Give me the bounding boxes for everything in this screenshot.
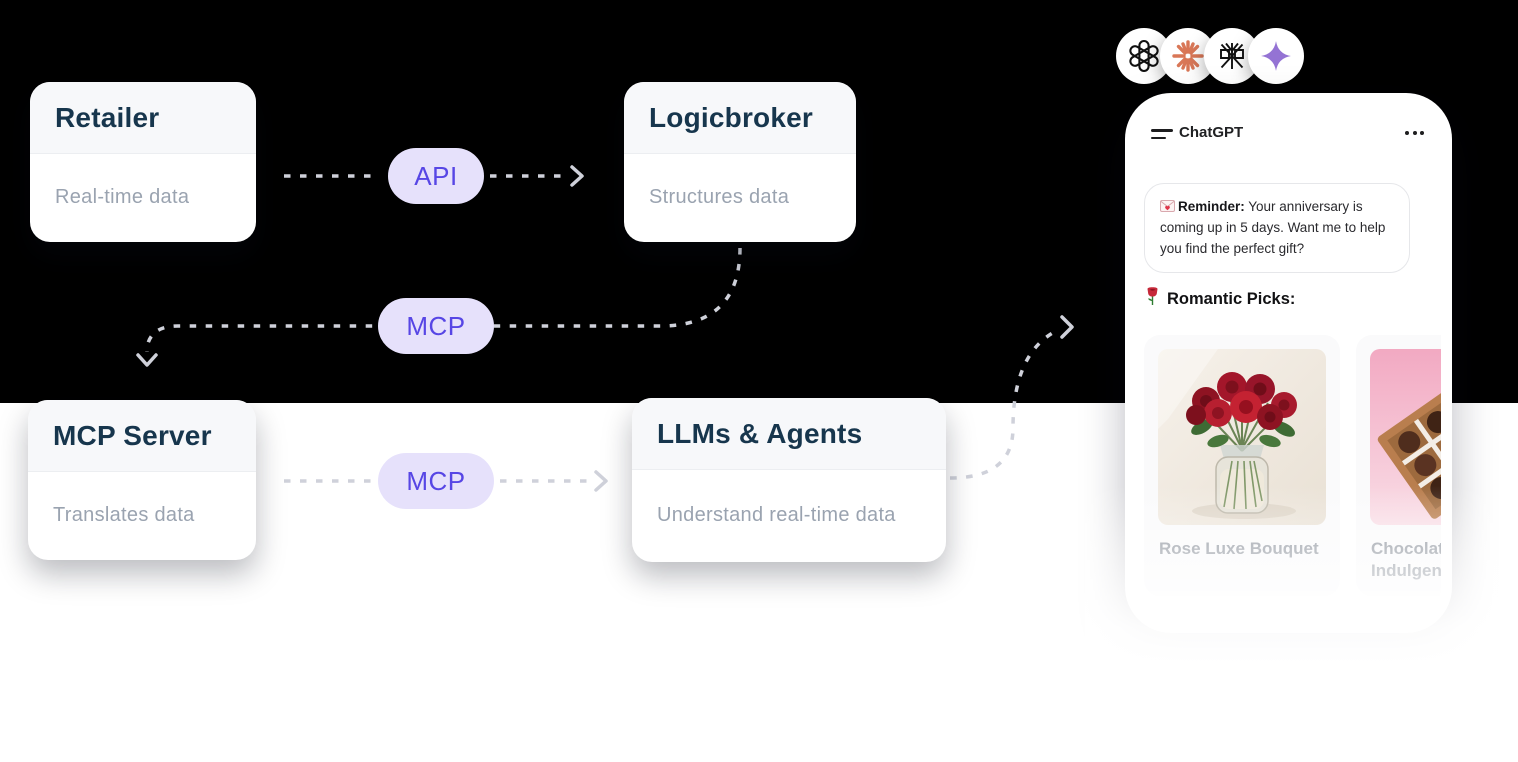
reminder-message-bubble: Reminder: Your anniversary is coming up …: [1144, 183, 1410, 273]
node-llms-agents: LLMs & Agents Understand real-time data: [632, 398, 946, 562]
node-mcp-server: MCP Server Translates data: [28, 400, 256, 560]
connector-pill-mcp-1: MCP: [378, 298, 494, 354]
node-llms-agents-header: LLMs & Agents: [632, 398, 946, 470]
product-card-chocolate[interactable]: Chocolate Indulgence: [1356, 335, 1441, 597]
node-logicbroker-body: Structures data: [624, 154, 856, 241]
node-mcp-server-subtitle: Translates data: [53, 504, 195, 526]
rose-bouquet-image: [1158, 349, 1326, 525]
chocolate-box-image: [1370, 349, 1441, 525]
product-name-chocolate: Chocolate Indulgence: [1371, 539, 1441, 581]
reminder-text: Your anniversary is coming up in 5 days.…: [1160, 199, 1386, 256]
rose-emoji: [1145, 287, 1160, 311]
love-letter-emoji: [1160, 198, 1175, 218]
reminder-label: Reminder:: [1178, 199, 1245, 214]
openai-icon: [1129, 39, 1159, 73]
node-llms-agents-title: LLMs & Agents: [657, 417, 863, 449]
gemini-icon: [1261, 41, 1291, 71]
node-retailer-subtitle: Real-time data: [55, 186, 190, 208]
product-card-rose[interactable]: Rose Luxe Bouquet: [1144, 335, 1340, 597]
node-logicbroker-title: Logicbroker: [649, 101, 814, 133]
node-retailer: Retailer Real-time data: [30, 82, 256, 242]
more-options-icon[interactable]: [1405, 131, 1424, 135]
romantic-picks-title: Romantic Picks:: [1167, 289, 1296, 308]
perplexity-icon: [1220, 42, 1244, 69]
romantic-picks-heading: Romantic Picks:: [1145, 287, 1295, 311]
product-carousel: Rose Luxe Bouquet: [1144, 335, 1441, 597]
node-retailer-header: Retailer: [30, 82, 256, 154]
gemini-logo-badge: [1248, 28, 1304, 84]
product-name-rose: Rose Luxe Bouquet: [1159, 539, 1319, 558]
node-logicbroker-subtitle: Structures data: [649, 186, 790, 208]
node-mcp-server-header: MCP Server: [28, 400, 256, 472]
connector-pill-mcp-2: MCP: [378, 453, 494, 509]
node-retailer-body: Real-time data: [30, 154, 256, 241]
node-logicbroker: Logicbroker Structures data: [624, 82, 856, 242]
node-mcp-server-body: Translates data: [28, 472, 256, 559]
hamburger-menu-icon[interactable]: [1151, 129, 1173, 140]
node-logicbroker-header: Logicbroker: [624, 82, 856, 154]
node-retailer-title: Retailer: [55, 101, 160, 133]
node-llms-agents-body: Understand real-time data: [632, 470, 946, 561]
phone-mockup: ChatGPT Reminder: Your anniversary is co…: [1125, 93, 1452, 633]
phone-screen: ChatGPT Reminder: Your anniversary is co…: [1136, 104, 1441, 622]
ai-logos-row: [1116, 28, 1304, 84]
app-title: ChatGPT: [1179, 124, 1244, 141]
node-mcp-server-title: MCP Server: [53, 419, 212, 451]
node-llms-agents-subtitle: Understand real-time data: [657, 504, 896, 526]
claude-icon: [1172, 40, 1204, 72]
arrowhead-into-llms: [594, 470, 608, 492]
connector-pill-api: API: [388, 148, 484, 204]
